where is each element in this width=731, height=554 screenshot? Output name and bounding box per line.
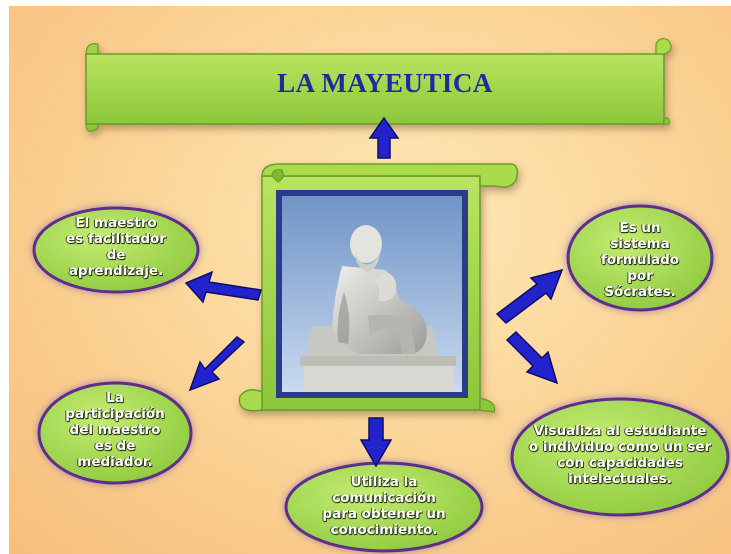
bubble-mediator-text: La participación del maestro es de media…	[65, 390, 165, 470]
arrow-left-facilitator	[184, 270, 262, 304]
arrow-down-communication	[359, 417, 393, 468]
bubble-communication	[284, 461, 484, 553]
bubble-facilitator	[32, 206, 200, 294]
bubble-student	[510, 397, 730, 517]
bubble-communication-text: Utiliza la comunicación para obtener un …	[322, 474, 446, 538]
bubble-system	[566, 204, 714, 312]
bubble-mediator	[37, 381, 193, 485]
bubble-student-text: Visualiza al estudiante o individuo como…	[528, 423, 712, 487]
arrow-up	[368, 116, 400, 159]
socrates-statue-image	[282, 196, 462, 392]
arrows	[184, 116, 564, 468]
bubble-system-text: Es un sistema formulado por Sócrates.	[600, 220, 680, 300]
arrow-down-left-mediator	[188, 336, 246, 392]
bubble-facilitator-text: El maestro es facilitador de aprendizaje…	[66, 215, 166, 279]
arrow-down-right-student	[505, 330, 559, 385]
title-banner	[85, 38, 672, 132]
arrow-up-right-system	[495, 268, 564, 324]
diagram-title: LA MAYEUTICA	[277, 68, 493, 98]
